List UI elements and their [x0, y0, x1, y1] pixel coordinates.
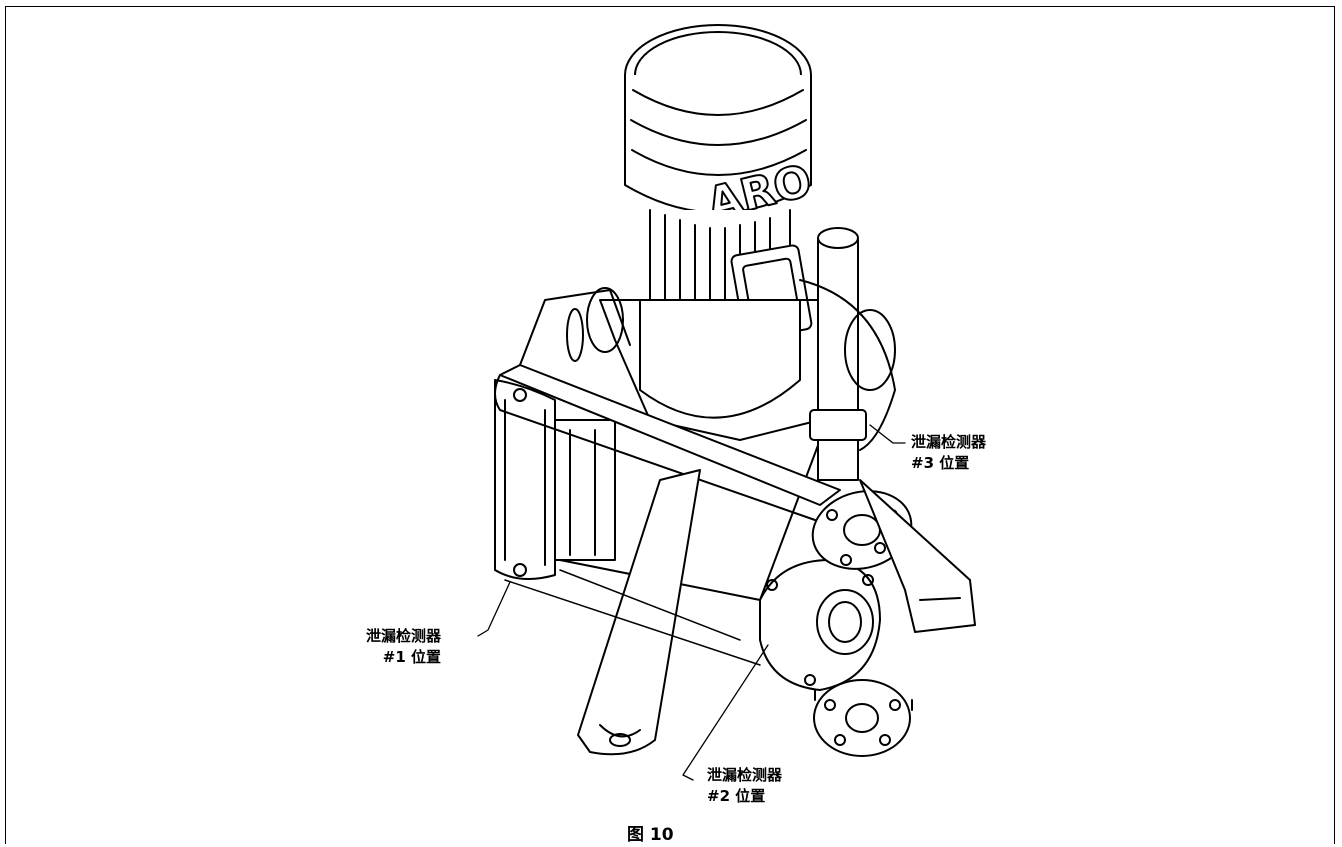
base-outline [504, 569, 761, 666]
callout-2-line1: 泄漏检测器 [707, 766, 783, 784]
callout-leak-detector-3: 泄漏检测器 #3 位置 [911, 432, 986, 474]
figure-caption: 图 10 [627, 825, 674, 845]
right-vertical-pipe [809, 227, 867, 481]
callout-2-line2: #2 位置 [707, 787, 766, 805]
left-pump-chamber [494, 379, 616, 580]
callout-leak-detector-2: 泄漏检测器 #2 位置 [707, 765, 782, 807]
bottom-flange [813, 679, 913, 757]
callout-3-line2: #3 位置 [911, 454, 970, 472]
front-foot [577, 469, 701, 756]
callout-1-line2: #1 位置 [382, 648, 442, 666]
motor: ARO [624, 24, 818, 341]
callout-leak-detector-1: 泄漏检测器 #1 位置 [366, 626, 441, 668]
right-foot [859, 479, 976, 633]
callout-leaders [477, 424, 906, 781]
manifold-pipe [494, 287, 841, 521]
callout-1-line1: 泄漏检测器 [366, 627, 442, 645]
lower-chamber [759, 559, 881, 691]
right-pump-chamber [799, 279, 896, 451]
figure-frame [5, 6, 1335, 844]
callout-3-line1: 泄漏检测器 [911, 433, 987, 451]
